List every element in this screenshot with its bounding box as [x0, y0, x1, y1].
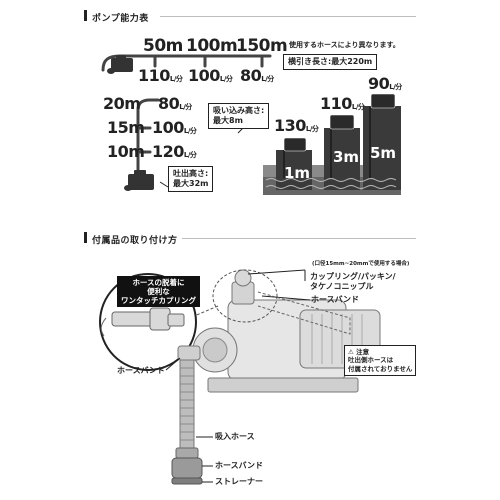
suction-height-box: 吸い込み高さ: 最大8m	[208, 103, 270, 129]
caution-title-text: 注意	[356, 348, 370, 356]
hose-band-bottom-label: ホースバンド	[215, 461, 263, 470]
horizontal-length-box: 横引き長さ:最大220m	[283, 54, 378, 70]
discharge-box-line-2: 最大32m	[173, 179, 209, 188]
flow-unit: L/分	[261, 75, 274, 83]
discharge-box-line-1: 吐出高さ:	[173, 169, 209, 178]
flow-value: 110	[138, 66, 170, 85]
step-height-1m: 1m	[284, 164, 311, 182]
flow-value: 110	[320, 94, 352, 113]
flow-unit: L/分	[389, 83, 402, 91]
distance-flow-100m: 100L/分	[188, 66, 233, 85]
flow-value: 80	[240, 66, 262, 85]
caution-title: ⚠ 注意	[348, 348, 412, 356]
callout-line-3: ワンタッチカプリング	[121, 296, 196, 305]
section-rule	[160, 16, 416, 17]
distance-flow-50m: 110L/分	[138, 66, 183, 85]
discharge-height-box: 吐出高さ: 最大32m	[168, 166, 214, 192]
hose-band-left-label: ホースバンド	[117, 366, 165, 375]
step-flow-1m: 130L/分	[274, 116, 319, 135]
coupling-label: カップリング/パッキン/ タケノコニップル	[310, 272, 396, 291]
flow-value: 100	[152, 118, 184, 137]
strainer-label: ストレーナー	[215, 477, 263, 486]
flow-unit: L/分	[183, 127, 197, 135]
flow-value: 130	[274, 116, 306, 135]
flow-unit: L/分	[351, 103, 365, 111]
flow-value: 120	[152, 142, 184, 161]
hose-diameter-note: (口径15mm~20mmで使用する場合)	[312, 261, 410, 267]
height-10m: 10m	[107, 142, 145, 161]
step-height-5m: 5m	[370, 144, 397, 162]
coupling-label-line-2: タケノコニップル	[310, 281, 374, 291]
section-marker	[84, 10, 87, 21]
hose-note: 使用するホースにより異なります。	[289, 41, 400, 49]
suction-hose-label: 吸入ホース	[215, 432, 255, 441]
height-flow-10m: 120L/分	[152, 142, 197, 161]
suction-box-line-2: 最大8m	[213, 116, 243, 125]
height-flow-15m: 100L/分	[152, 118, 197, 137]
flow-value: 80	[158, 94, 180, 113]
distance-flow-150m: 80L/分	[240, 68, 274, 84]
flow-unit: L/分	[219, 75, 233, 83]
caution-icon: ⚠	[348, 348, 357, 356]
callout-line-1: ホースの脱着に	[132, 278, 185, 287]
section-rule	[182, 238, 416, 239]
section-marker	[84, 232, 87, 243]
flow-unit: L/分	[169, 75, 183, 83]
distance-100m: 100m	[186, 36, 238, 56]
height-20m: 20m	[103, 94, 141, 113]
flow-value: 90	[368, 74, 390, 93]
height-15m: 15m	[107, 118, 145, 137]
hose-band-right-label: ホースバンド	[311, 295, 359, 304]
suction-box-line-1: 吸い込み高さ:	[213, 106, 265, 115]
flow-unit: L/分	[305, 125, 319, 133]
caution-box: ⚠ 注意 吐出側ホースは 付属されておりません	[344, 345, 417, 377]
step-height-3m: 3m	[333, 148, 360, 166]
flow-value: 100	[188, 66, 220, 85]
distance-150m: 150m	[236, 36, 288, 56]
distance-50m: 50m	[143, 36, 183, 56]
height-flow-20m: 80L/分	[158, 96, 192, 112]
accessories-title: 付属品の取り付け方	[92, 236, 178, 246]
step-flow-5m: 90L/分	[368, 76, 402, 92]
caution-line-1: 吐出側ホースは	[348, 356, 394, 365]
coupling-callout: ホースの脱着に 便利な ワンタッチカプリング	[117, 276, 200, 307]
coupling-label-line-1: カップリング/パッキン/	[310, 272, 396, 281]
pump-capacity-title: ポンプ能力表	[92, 14, 149, 24]
flow-unit: L/分	[179, 103, 192, 111]
callout-line-2: 便利な	[147, 287, 170, 296]
flow-unit: L/分	[183, 151, 197, 159]
step-flow-3m: 110L/分	[320, 94, 365, 113]
caution-line-2: 付属されておりません	[348, 364, 413, 373]
